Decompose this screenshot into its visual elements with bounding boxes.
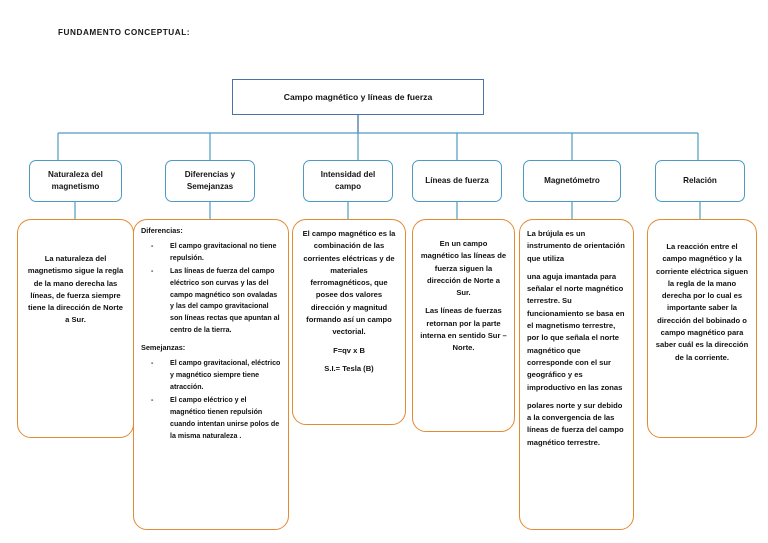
root-node[interactable]: Campo magnético y líneas de fuerza (232, 79, 484, 115)
content-body: Diferencias: -El campo gravitacional no t… (134, 220, 288, 449)
content-paragraph: En un campo magnético las líneas de fuer… (420, 239, 507, 298)
content-paragraph: La brújula es un instrumento de orientac… (527, 229, 625, 263)
content-paragraph: polares norte y sur debido a la converge… (527, 400, 624, 447)
page-title: FUNDAMENTO CONCEPTUAL: (58, 28, 191, 37)
branch-header-label: Magnetómetro (544, 176, 600, 186)
content-body: En un campo magnético las líneas de fuer… (413, 220, 514, 361)
branch-header-diferencias-y-semejanzas[interactable]: Diferencias y Semejanzas (165, 160, 255, 202)
content-paragraph: F=qv x B (333, 345, 365, 355)
content-paragraph: La reacción entre el campo magnético y l… (655, 242, 749, 362)
bullet-dash-icon: - (151, 241, 154, 250)
content-paragraph: una aguja imantada para señalar el norte… (527, 271, 625, 392)
content-paragraph: La naturaleza del magnetismo sigue la re… (27, 254, 124, 325)
branch-content-relacion[interactable]: La reacción entre el campo magnético y l… (647, 219, 757, 438)
content-body: La brújula es un instrumento de orientac… (520, 220, 633, 455)
branch-header-intensidad-del-campo[interactable]: Intensidad del campo (303, 160, 393, 202)
root-node-label: Campo magnético y líneas de fuerza (283, 91, 433, 102)
branch-header-label: Naturaleza del magnetismo (48, 170, 103, 191)
content-bullet-list: -El campo gravitacional, eléctrico y mag… (141, 358, 281, 442)
content-body: El campo magnético es la combinación de … (293, 220, 405, 381)
content-section-title: Diferencias: (141, 226, 183, 235)
content-body: La naturaleza del magnetismo sigue la re… (18, 220, 133, 333)
branch-header-label: Líneas de fuerza (425, 176, 489, 186)
content-paragraph: El campo magnético es la combinación de … (302, 229, 396, 337)
content-bullet-list: -El campo gravitacional no tiene repulsi… (141, 241, 281, 337)
content-paragraph: Las líneas de fuerzas retornan por la pa… (420, 306, 507, 353)
branch-content-magnetometro[interactable]: La brújula es un instrumento de orientac… (519, 219, 634, 530)
bullet-dash-icon: - (151, 395, 154, 404)
bullet-dash-icon: - (151, 359, 154, 368)
branch-header-label: Relación (683, 176, 717, 186)
branch-header-label: Intensidad del campo (320, 170, 376, 191)
branch-header-label: Diferencias y Semejanzas (184, 170, 236, 191)
content-paragraph: S.I.= Tesla (B) (324, 363, 374, 373)
branch-content-intensidad-del-campo[interactable]: El campo magnético es la combinación de … (292, 219, 406, 425)
branch-content-lineas-de-fuerza[interactable]: En un campo magnético las líneas de fuer… (412, 219, 515, 432)
content-bullet-item: -El campo eléctrico y el magnético tiene… (151, 395, 280, 440)
content-body: La reacción entre el campo magnético y l… (648, 220, 756, 370)
branch-header-naturaleza-del-magnetismo[interactable]: Naturaleza del magnetismo (29, 160, 122, 202)
branch-content-naturaleza-del-magnetismo[interactable]: La naturaleza del magnetismo sigue la re… (17, 219, 134, 438)
content-bullet-item: -Las líneas de fuerza del campo eléctric… (151, 266, 280, 335)
branch-header-lineas-de-fuerza[interactable]: Líneas de fuerza (412, 160, 502, 202)
branch-content-diferencias-y-semejanzas[interactable]: Diferencias: -El campo gravitacional no t… (133, 219, 289, 530)
branch-header-magnetometro[interactable]: Magnetómetro (523, 160, 621, 202)
content-bullet-item: -El campo gravitacional no tiene repulsi… (151, 241, 277, 262)
bullet-dash-icon: - (151, 266, 154, 275)
content-bullet-item: -El campo gravitacional, eléctrico y mag… (151, 359, 281, 391)
branch-header-relacion[interactable]: Relación (655, 160, 745, 202)
content-section-title: Semejanzas: (141, 343, 186, 353)
